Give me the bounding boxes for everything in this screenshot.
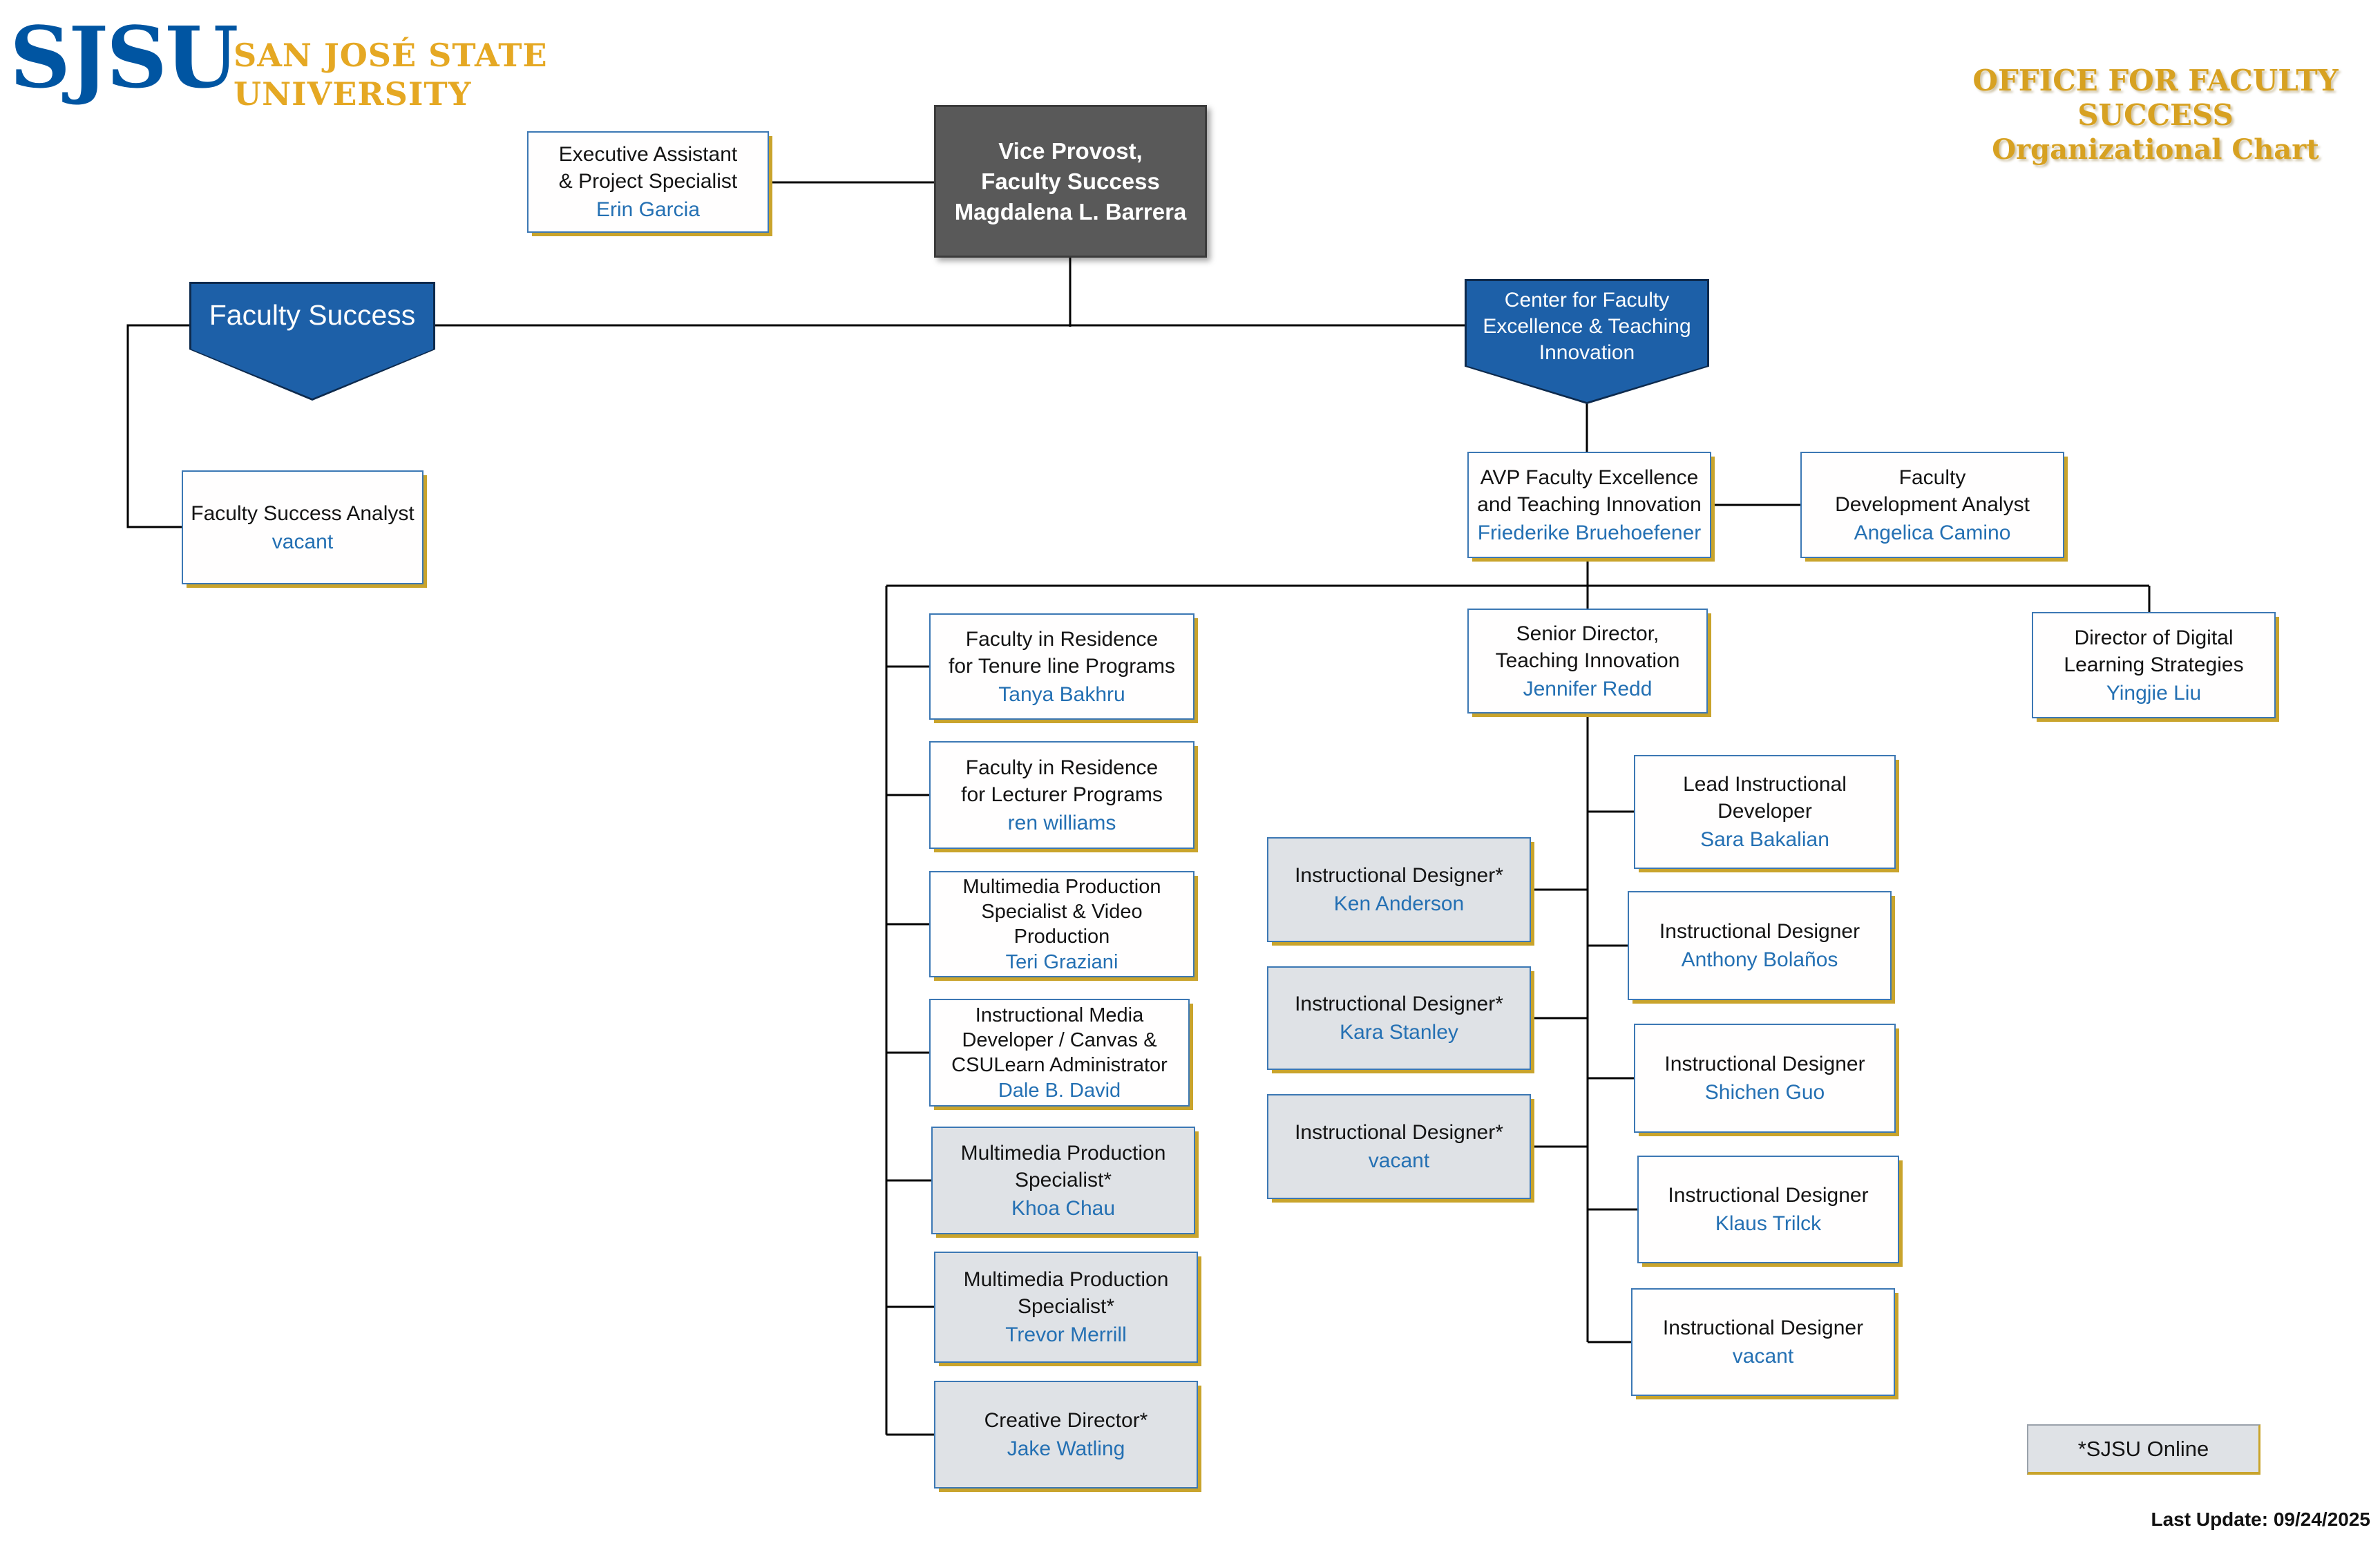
node-title: Executive Assistant & Project Specialist — [558, 143, 738, 193]
node-faculty-success-banner: Faculty Success — [189, 282, 435, 401]
node-title: Lead Instructional Developer — [1683, 773, 1847, 823]
node-instructional-media-developer: Instructional Media Developer / Canvas &… — [929, 999, 1190, 1107]
node-vice-provost: Vice Provost, Faculty Success Magdalena … — [934, 105, 1207, 258]
node-person: Tanya Bakhru — [998, 682, 1125, 706]
node-title: Multimedia Production Specialist* — [963, 1268, 1169, 1318]
node-title: Faculty Development Analyst — [1835, 466, 2030, 516]
node-multimedia-specialist-khoa: Multimedia Production Specialist* Khoa C… — [931, 1127, 1195, 1234]
page-title: OFFICE FOR FACULTY SUCCESS Organizationa… — [1941, 64, 2370, 167]
node-title: AVP Faculty Excellence and Teaching Inno… — [1477, 466, 1702, 516]
node-title: Instructional Designer — [1664, 1053, 1865, 1075]
office-title-line2: Organizational Chart — [1992, 133, 2319, 166]
node-cfeti-banner: Center for Faculty Excellence & Teaching… — [1465, 279, 1709, 404]
node-title: Faculty Success Analyst — [191, 501, 415, 525]
node-lead-instructional-developer: Lead Instructional Developer Sara Bakali… — [1634, 755, 1896, 869]
node-person: Erin Garcia — [596, 198, 701, 221]
node-person: Ken Anderson — [1333, 892, 1465, 915]
node-person: Magdalena L. Barrera — [954, 198, 1187, 224]
node-person: vacant — [1732, 1345, 1794, 1368]
node-person: Sara Bakalian — [1700, 828, 1829, 851]
node-person: vacant — [1368, 1149, 1430, 1172]
node-title: Instructional Designer* — [1295, 1121, 1503, 1144]
node-fir-lecturer: Faculty in Residence for Lecturer Progra… — [929, 741, 1194, 849]
node-person: Yingjie Liu — [2106, 681, 2202, 705]
node-person: Friederike Bruehoefener — [1477, 521, 1702, 544]
node-title: Director of Digital Learning Strategies — [2064, 626, 2244, 676]
node-title: Faculty in Residence for Tenure line Pro… — [949, 627, 1175, 678]
node-title: Instructional Designer — [1659, 920, 1860, 943]
node-person: Trevor Merrill — [1005, 1323, 1127, 1346]
node-title: Instructional Designer — [1668, 1184, 1869, 1207]
node-title: Instructional Designer* — [1295, 864, 1503, 887]
node-person: Teri Graziani — [1005, 951, 1118, 973]
node-person: vacant — [272, 530, 334, 553]
node-instructional-designer-kara: Instructional Designer* Kara Stanley — [1267, 966, 1531, 1070]
node-person: Jennifer Redd — [1523, 677, 1653, 700]
node-person: Klaus Trilck — [1715, 1212, 1822, 1235]
node-senior-director: Senior Director, Teaching Innovation Jen… — [1467, 609, 1708, 714]
node-title: Multimedia Production Specialist & Video… — [962, 876, 1161, 948]
node-instructional-designer-anthony: Instructional Designer Anthony Bolaños — [1628, 891, 1892, 1000]
node-multimedia-specialist-trevor: Multimedia Production Specialist* Trevor… — [934, 1252, 1198, 1363]
sjsu-logo: SJSU — [10, 8, 238, 107]
node-executive-assistant: Executive Assistant & Project Specialist… — [527, 131, 769, 233]
node-title: Creative Director* — [984, 1409, 1148, 1432]
node-person: Shichen Guo — [1704, 1081, 1825, 1104]
node-title: Faculty Success — [209, 299, 416, 331]
node-title: Senior Director, Teaching Innovation — [1495, 622, 1680, 672]
node-title: Instructional Designer — [1662, 1317, 1864, 1339]
node-person: Kara Stanley — [1340, 1021, 1458, 1044]
node-title: Instructional Designer* — [1295, 993, 1503, 1015]
office-title-line1: OFFICE FOR FACULTY SUCCESS — [1972, 64, 2339, 132]
node-instructional-designer-shichen: Instructional Designer Shichen Guo — [1634, 1024, 1896, 1133]
last-update-label: Last Update: 09/24/2025 — [2151, 1509, 2371, 1530]
node-instructional-designer-ken: Instructional Designer* Ken Anderson — [1267, 837, 1531, 942]
node-faculty-development-analyst: Faculty Development Analyst Angelica Cam… — [1800, 452, 2064, 558]
node-faculty-success-analyst: Faculty Success Analyst vacant — [182, 470, 423, 584]
node-title: Multimedia Production Specialist* — [960, 1141, 1166, 1191]
node-instructional-designer-vacant-online: Instructional Designer* vacant — [1267, 1094, 1531, 1199]
node-creative-director: Creative Director* Jake Watling — [934, 1381, 1198, 1489]
node-person: Jake Watling — [1007, 1437, 1125, 1460]
university-name: SAN JOSÉ STATE UNIVERSITY — [234, 37, 548, 113]
node-person: ren williams — [1007, 811, 1116, 834]
node-instructional-designer-klaus: Instructional Designer Klaus Trilck — [1637, 1156, 1899, 1263]
sjsu-online-legend: *SJSU Online — [2027, 1424, 2260, 1475]
node-avp-faculty-excellence: AVP Faculty Excellence and Teaching Inno… — [1467, 452, 1711, 558]
node-person: Angelica Camino — [1854, 521, 2011, 544]
node-title: Instructional Media Developer / Canvas &… — [951, 1004, 1168, 1076]
node-person: Anthony Bolaños — [1681, 948, 1838, 971]
node-title: Center for Faculty Excellence & Teaching… — [1483, 289, 1691, 364]
node-instructional-designer-vacant: Instructional Designer vacant — [1631, 1288, 1895, 1396]
node-title: Vice Provost, Faculty Success — [981, 137, 1160, 194]
node-title: Faculty in Residence for Lecturer Progra… — [961, 756, 1163, 806]
node-person: Dale B. David — [998, 1080, 1121, 1102]
node-fir-tenure-line: Faculty in Residence for Tenure line Pro… — [929, 613, 1194, 720]
node-person: Khoa Chau — [1011, 1196, 1116, 1220]
node-multimedia-video-production: Multimedia Production Specialist & Video… — [929, 871, 1194, 977]
node-director-digital-learning: Director of Digital Learning Strategies … — [2032, 612, 2276, 718]
